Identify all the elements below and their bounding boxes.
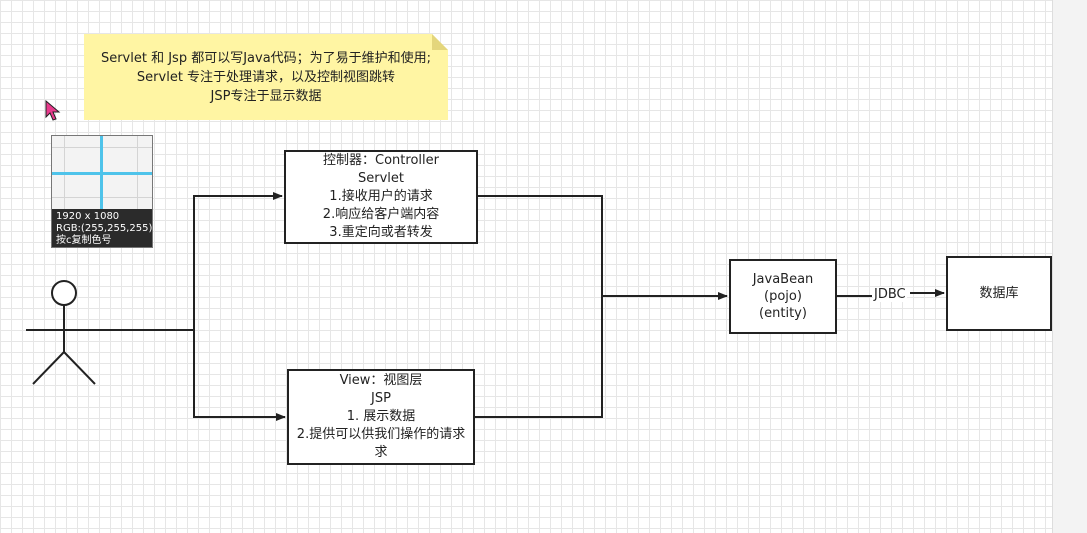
mouse-pointer-icon: [45, 100, 61, 121]
javabean-node[interactable]: JavaBean (pojo) (entity): [729, 259, 837, 334]
edge-user-to-view: [193, 330, 286, 421]
javabean-alias: (pojo): [764, 289, 802, 304]
controller-item: 3.重定向或者转发: [329, 225, 433, 240]
controller-node[interactable]: 控制器：Controller Servlet 1.接收用户的请求 2.响应给客户…: [284, 150, 478, 244]
canvas-scrollbar[interactable]: [1052, 0, 1087, 533]
jdbc-edge-label: JDBC: [873, 287, 907, 302]
database-label: 数据库: [979, 285, 1019, 301]
database-node[interactable]: 数据库: [946, 256, 1052, 331]
controller-title: 控制器：Controller: [323, 153, 439, 168]
color-picker-magnifier: 1920 x 1080 RGB:(255,255,255) 按c复制色号: [51, 135, 153, 248]
picker-rgb: RGB:(255,255,255): [56, 223, 153, 234]
javabean-title: JavaBean: [752, 272, 814, 287]
view-node[interactable]: View：视图层 JSP 1. 展示数据 2.提供可以供我们操作的请求 求: [287, 369, 475, 465]
user-actor-icon: [26, 280, 102, 385]
javabean-alias: (entity): [759, 306, 807, 321]
crosshair-vertical: [100, 136, 103, 209]
sticky-note[interactable]: Servlet 和 Jsp 都可以写Java代码；为了易于维护和使用; Serv…: [84, 34, 448, 120]
controller-item: 1.接收用户的请求: [329, 189, 433, 204]
controller-subtitle: Servlet: [358, 171, 404, 186]
picker-resolution: 1920 x 1080: [56, 211, 120, 222]
note-line: Servlet 专注于处理请求，以及控制视图跳转: [136, 69, 396, 85]
edge-view-to-bean: [475, 296, 603, 418]
view-item-wrap: 求: [374, 445, 388, 460]
color-picker-info: 1920 x 1080 RGB:(255,255,255) 按c复制色号: [52, 209, 152, 247]
controller-item: 2.响应给客户端内容: [322, 207, 440, 222]
view-title: View：视图层: [339, 373, 423, 388]
edge-controller-to-bean: [478, 195, 728, 300]
note-line: JSP专注于显示数据: [210, 88, 322, 104]
view-subtitle: JSP: [371, 391, 391, 406]
view-item: 1. 展示数据: [346, 409, 416, 424]
magnifier-view: [52, 136, 152, 209]
edge-user-to-controller: [102, 192, 283, 331]
view-item: 2.提供可以供我们操作的请求: [296, 427, 466, 442]
picker-hint: 按c复制色号: [56, 235, 112, 246]
note-line: Servlet 和 Jsp 都可以写Java代码；为了易于维护和使用;: [100, 50, 432, 66]
